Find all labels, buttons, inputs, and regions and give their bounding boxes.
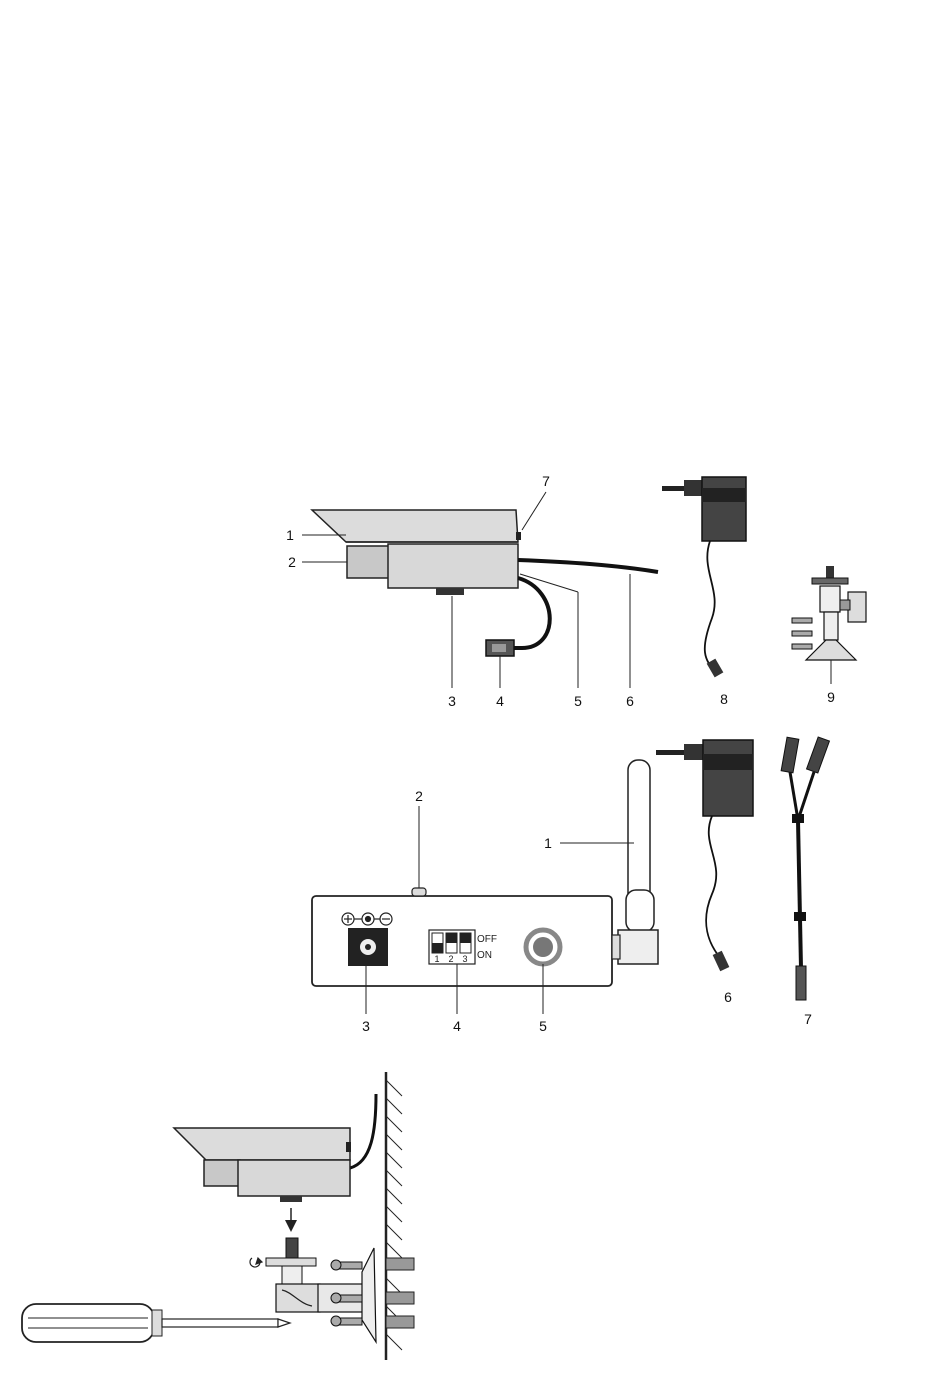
mounted-camera-body [238,1160,350,1196]
camera-label-1: 1 [286,527,294,543]
dip-switch: 1 2 3 [429,930,475,964]
receiver-label-4: 4 [453,1018,461,1034]
wall-hatching [386,1080,402,1350]
camera-sunshield [312,510,518,542]
receiver-led [412,888,426,896]
antenna-icon [612,760,658,964]
receiver-label-1: 1 [544,835,552,851]
wall-bracket [266,1238,376,1342]
bracket-label-9: 9 [827,689,835,705]
dip-off-label: OFF [477,934,497,945]
receiver-label-5: 5 [539,1018,547,1034]
mounted-camera-sunshield [174,1128,350,1160]
camera-label-5: 5 [574,693,582,709]
screwdriver-icon [22,1304,290,1342]
camera-lens-hood [347,546,389,578]
mounted-camera-hood [204,1160,240,1186]
wall-plug-bottom [386,1316,414,1328]
receiver-label-3: 3 [362,1018,370,1034]
receiver-adapter-label-6: 6 [724,989,732,1005]
camera-label-7: 7 [542,473,550,489]
figure-camera-set: 1 2 3 4 5 6 7 8 [286,473,866,709]
wall-plug-middle [386,1292,414,1304]
dip-on-label: ON [477,950,492,961]
dip-number-1: 1 [434,954,439,964]
camera-label-4: 4 [496,693,504,709]
dip-number-3: 3 [462,954,467,964]
down-arrow-icon [285,1208,297,1232]
av-cable-label-7: 7 [804,1011,812,1027]
camera-antenna-cable [518,560,658,572]
av-cable-icon [781,737,829,1000]
power-adapter-icon [662,477,746,677]
adapter-label-8: 8 [720,691,728,707]
dip-number-2: 2 [448,954,453,964]
figure-receiver-set: 1 2 3 OFF ON 1 2 3 4 5 [312,737,829,1034]
wall-plug-top [386,1258,414,1270]
camera-label-2: 2 [288,554,296,570]
camera-wall-cable [350,1094,376,1168]
mounting-bracket-icon [792,566,866,684]
camera-body [388,544,518,588]
receiver-power-adapter-icon [656,740,753,971]
camera-mount-socket [436,588,464,595]
figure-wall-mounting [22,1072,414,1360]
receiver-label-2: 2 [415,788,423,804]
camera-led [516,532,521,540]
camera-label-3: 3 [448,693,456,709]
rotate-icon [250,1258,262,1267]
camera-label-6: 6 [626,693,634,709]
